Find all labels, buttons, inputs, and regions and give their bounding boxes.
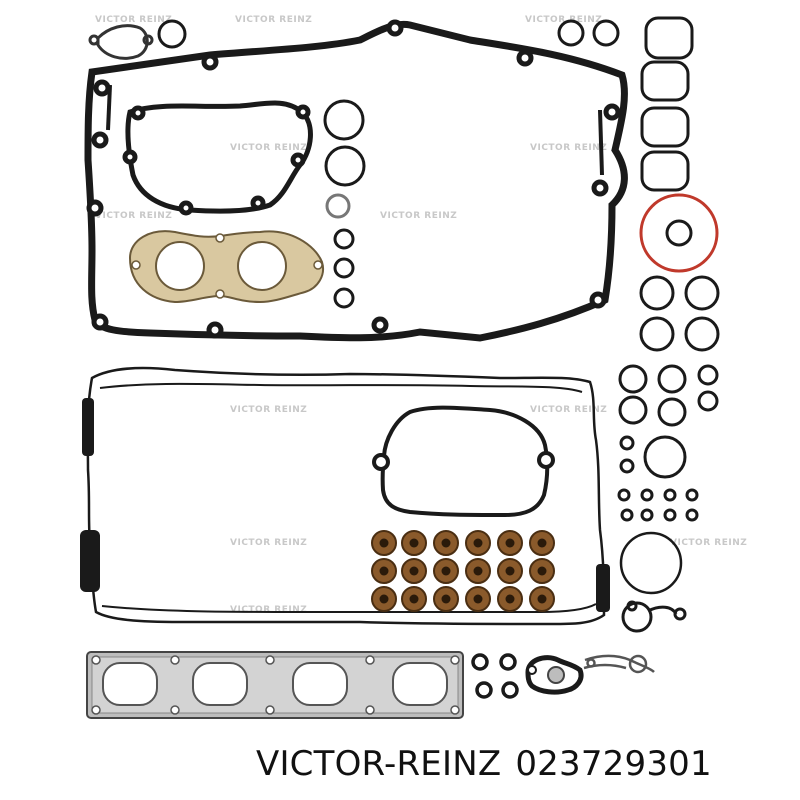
watermark-text: VICTOR REINZ <box>235 15 312 25</box>
watermark-text: VICTOR REINZ <box>230 605 307 615</box>
valve-stem-seal-bore <box>409 538 419 548</box>
watermark-text: VICTOR REINZ <box>530 143 607 153</box>
exhaust-manifold-gasket <box>86 651 464 719</box>
valve-stem-seal-bore <box>441 538 451 548</box>
valve-stem-seal-bore <box>473 566 483 576</box>
watermark-text: VICTOR REINZ <box>670 538 747 548</box>
valve-stem-seal-bore <box>537 594 547 604</box>
watermark-text: VICTOR REINZ <box>525 15 602 25</box>
valve-cover-gasket <box>84 20 628 342</box>
o-ring <box>157 19 187 49</box>
watermark-text: VICTOR REINZ <box>230 405 307 415</box>
head-cover-gasket <box>86 366 606 626</box>
valve-stem-seal-bore <box>441 566 451 576</box>
small-bracket-seal <box>621 600 687 633</box>
oil-feed-gasket <box>525 655 584 695</box>
watermark-text: VICTOR REINZ <box>230 538 307 548</box>
part-number: 023729301 <box>515 744 712 784</box>
watermark-text: VICTOR REINZ <box>95 15 172 25</box>
watermark-text: VICTOR REINZ <box>530 405 607 415</box>
flat-tab-gasket <box>583 654 655 674</box>
watermark-text: VICTOR REINZ <box>230 143 307 153</box>
bottom-o-rings <box>471 653 519 699</box>
valve-cover-bolt-eyes <box>86 19 621 339</box>
valve-stem-seal-bore <box>537 538 547 548</box>
brand-name: VICTOR-REINZ <box>256 744 502 784</box>
valve-stem-seal-bore <box>409 594 419 604</box>
timing-cover-gasket <box>372 405 555 518</box>
orange-seal-ring <box>639 193 719 273</box>
rubber-end-caps <box>80 398 610 612</box>
valve-stem-seal-bore <box>505 594 515 604</box>
valve-stem-seal-bore <box>379 594 389 604</box>
valve-stem-seal-bore <box>505 538 515 548</box>
valve-stem-seal-bore <box>379 538 389 548</box>
small-sensor-gasket <box>88 24 154 60</box>
valve-stem-seal-bore <box>409 566 419 576</box>
right-o-rings <box>617 275 720 595</box>
vacuum-pump-gasket <box>122 100 313 216</box>
o-ring-column-mid <box>323 99 366 309</box>
right-column-seals <box>557 16 694 192</box>
valve-stem-seal-bore <box>505 566 515 576</box>
valve-stem-seal-bore <box>441 594 451 604</box>
watermark-text: VICTOR REINZ <box>95 211 172 221</box>
watermark-text: VICTOR REINZ <box>380 211 457 221</box>
valve-stem-seal-bore <box>473 594 483 604</box>
valve-stem-seal-bore <box>379 566 389 576</box>
valve-stem-seal-grid <box>371 530 555 612</box>
valve-stem-seal-bore <box>473 538 483 548</box>
paper-flange-gasket <box>128 230 324 304</box>
product-caption: VICTOR-REINZ 023729301 <box>256 738 796 790</box>
valve-stem-seal-bore <box>537 566 547 576</box>
